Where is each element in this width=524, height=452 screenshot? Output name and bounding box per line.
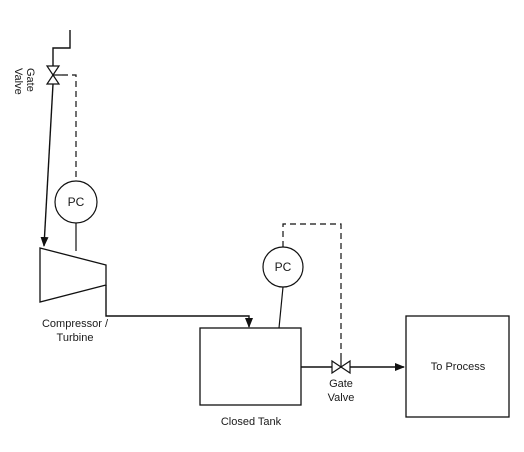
gate-valve-top [45, 65, 62, 85]
gate-valve-right-label-line2: Valve [328, 392, 355, 404]
pc-right-connector [278, 286, 284, 329]
pressure-controller-left: PC [54, 180, 98, 224]
compressor-turbine [39, 247, 107, 303]
inlet-pipe [52, 30, 71, 66]
gate-valve-right-label-line1: Gate [329, 378, 353, 390]
compressor-label-line1: Compressor / [42, 318, 109, 330]
gate-valve-right [331, 357, 351, 375]
pc-right-label: PC [275, 260, 292, 274]
signal-line-right [282, 223, 342, 357]
gate-valve-top-label-line1: Gate [24, 68, 36, 92]
to-process-box [405, 315, 510, 418]
signal-line-left [62, 74, 77, 181]
compressor-label-line2: Turbine [57, 332, 94, 344]
compressor-outlet-pipe [105, 285, 253, 328]
pc-left-label: PC [68, 195, 85, 209]
closed-tank [199, 327, 302, 406]
gate-valve-top-label-line2: Valve [12, 68, 24, 95]
feed-pipe [40, 83, 54, 247]
to-process-label: To Process [431, 361, 486, 373]
closed-tank-label: Closed Tank [221, 416, 282, 428]
pressure-controller-right: PC [262, 246, 304, 288]
